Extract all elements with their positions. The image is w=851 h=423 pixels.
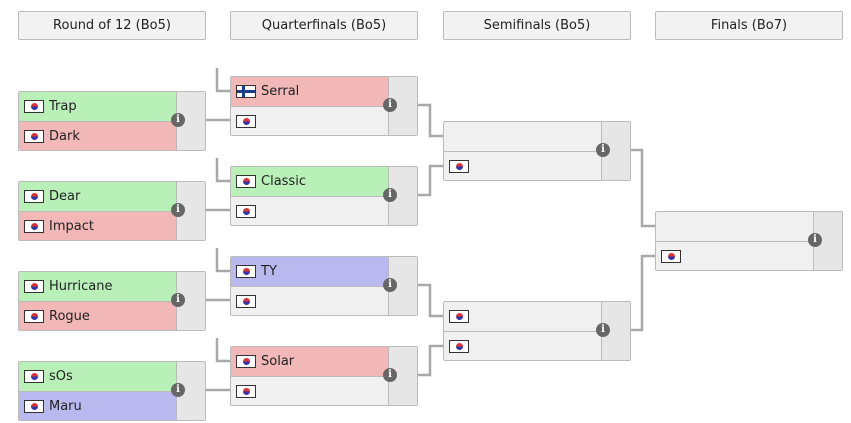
player-name: Hurricane xyxy=(49,279,113,294)
player-slot[interactable]: Rogue xyxy=(19,302,176,330)
player-slot[interactable] xyxy=(444,332,601,360)
korea-flag-icon xyxy=(236,205,256,218)
player-slot[interactable] xyxy=(656,212,813,242)
player-slot[interactable]: Trap xyxy=(19,92,176,122)
korea-flag-icon xyxy=(24,190,44,203)
player-name: Dark xyxy=(49,129,80,144)
round-header: Finals (Bo7) xyxy=(655,11,843,40)
info-icon[interactable]: i xyxy=(383,278,397,292)
korea-flag-icon xyxy=(236,175,256,188)
player-slot[interactable]: Hurricane xyxy=(19,272,176,302)
player-slot[interactable] xyxy=(444,302,601,332)
info-icon[interactable]: i xyxy=(596,143,610,157)
info-icon[interactable]: i xyxy=(171,293,185,307)
info-icon[interactable]: i xyxy=(171,203,185,217)
player-slot[interactable]: TY xyxy=(231,257,388,287)
player-slot[interactable]: Solar xyxy=(231,347,388,377)
info-icon[interactable]: i xyxy=(171,113,185,127)
player-name: TY xyxy=(261,264,277,279)
finals-match[interactable] xyxy=(655,211,843,271)
player-name: Classic xyxy=(261,174,306,189)
player-name: Dear xyxy=(49,189,81,204)
player-name: Maru xyxy=(49,399,82,414)
korea-flag-icon xyxy=(24,280,44,293)
player-slot[interactable]: Classic xyxy=(231,167,388,197)
player-slot[interactable]: Maru xyxy=(19,392,176,420)
info-icon[interactable]: i xyxy=(808,233,822,247)
quarterfinals-match[interactable]: Classic xyxy=(230,166,418,226)
korea-flag-icon xyxy=(661,250,681,263)
korea-flag-icon xyxy=(24,370,44,383)
player-slot[interactable] xyxy=(231,287,388,315)
player-name: Solar xyxy=(261,354,295,369)
player-slot[interactable] xyxy=(231,197,388,225)
player-name: Trap xyxy=(49,99,77,114)
info-icon[interactable]: i xyxy=(383,98,397,112)
finland-flag-icon xyxy=(236,85,256,98)
korea-flag-icon xyxy=(24,100,44,113)
player-slot[interactable]: Dark xyxy=(19,122,176,150)
player-slot[interactable] xyxy=(231,107,388,135)
korea-flag-icon xyxy=(236,265,256,278)
korea-flag-icon xyxy=(24,220,44,233)
round-header: Quarterfinals (Bo5) xyxy=(230,11,418,40)
player-slot[interactable]: Serral xyxy=(231,77,388,107)
player-slot[interactable] xyxy=(444,152,601,180)
player-slot[interactable]: sOs xyxy=(19,362,176,392)
info-icon[interactable]: i xyxy=(383,188,397,202)
korea-flag-icon xyxy=(24,130,44,143)
korea-flag-icon xyxy=(24,400,44,413)
korea-flag-icon xyxy=(236,355,256,368)
player-slot[interactable] xyxy=(656,242,813,270)
player-name: Impact xyxy=(49,219,94,234)
korea-flag-icon xyxy=(24,310,44,323)
player-slot[interactable] xyxy=(444,122,601,152)
korea-flag-icon xyxy=(236,295,256,308)
korea-flag-icon xyxy=(236,115,256,128)
player-name: Rogue xyxy=(49,309,90,324)
info-icon[interactable]: i xyxy=(596,323,610,337)
korea-flag-icon xyxy=(449,160,469,173)
player-name: sOs xyxy=(49,369,73,384)
player-name: Serral xyxy=(261,84,300,99)
player-slot[interactable]: Impact xyxy=(19,212,176,240)
round-header: Round of 12 (Bo5) xyxy=(18,11,206,40)
korea-flag-icon xyxy=(449,340,469,353)
info-icon[interactable]: i xyxy=(383,368,397,382)
korea-flag-icon xyxy=(449,310,469,323)
player-slot[interactable]: Dear xyxy=(19,182,176,212)
info-icon[interactable]: i xyxy=(171,383,185,397)
player-slot[interactable] xyxy=(231,377,388,405)
korea-flag-icon xyxy=(236,385,256,398)
round-header: Semifinals (Bo5) xyxy=(443,11,631,40)
